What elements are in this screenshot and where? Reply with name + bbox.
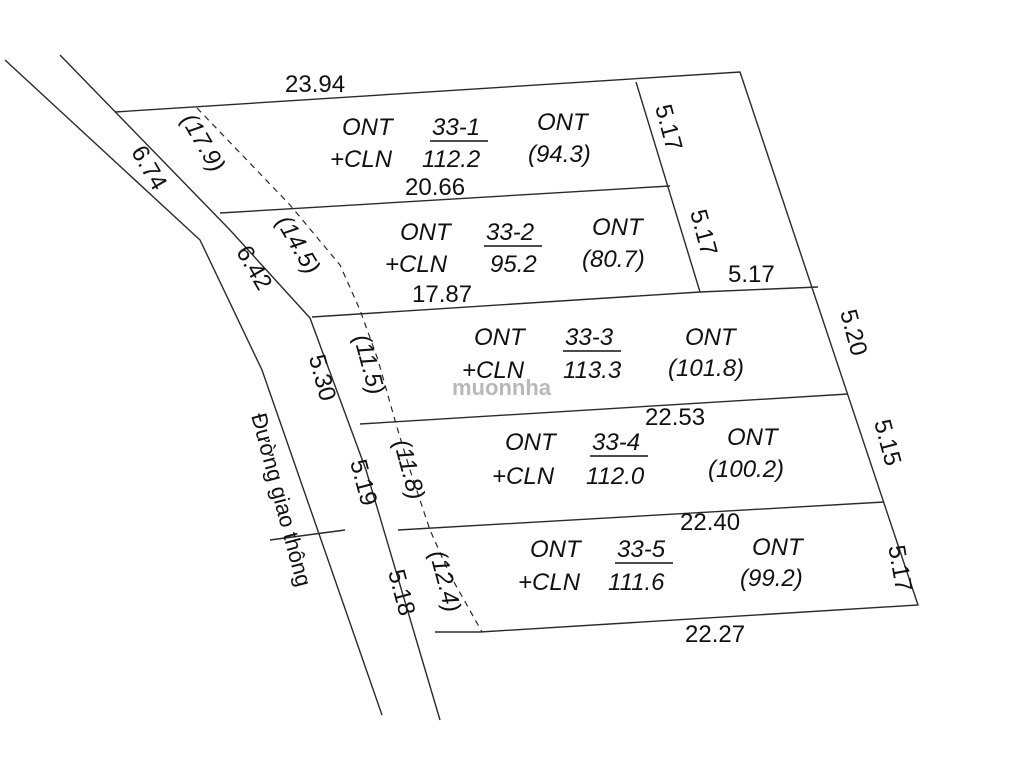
clearance-5: (12.4) — [424, 548, 466, 616]
road-label: Đường giao thông — [246, 410, 316, 589]
lot5-ont-area: (99.2) — [740, 565, 803, 592]
clearance-3: (11.5) — [348, 332, 390, 398]
setback-line — [196, 107, 483, 633]
dim-road-5: 5.18 — [382, 567, 420, 619]
clearance-4: (11.8) — [388, 437, 430, 503]
lot2-use-left: ONT — [400, 219, 453, 246]
road-inner-edge — [59, 54, 441, 721]
lot2-use-left2: +CLN — [385, 251, 448, 278]
lot5-use-right: ONT — [752, 534, 805, 561]
watermark-logo: muonnha — [452, 375, 552, 400]
dim-right-3: 5.20 — [834, 307, 872, 359]
road-outer-edge — [4, 59, 383, 716]
lot4-area: 112.0 — [586, 463, 645, 490]
parcel-outline — [114, 71, 919, 633]
lot2-ont-area: (80.7) — [582, 246, 645, 273]
lot4-use-left2: +CLN — [492, 463, 555, 490]
dim-divider-2: 17.87 — [412, 281, 472, 308]
dim-right-4: 5.15 — [868, 417, 906, 469]
dim-road-4: 5.19 — [344, 457, 382, 509]
divider-3-4 — [359, 393, 849, 425]
dim-road-3: 5.30 — [303, 352, 341, 404]
lot2-id: 33-2 — [486, 219, 534, 246]
lot3-use-right: ONT — [685, 324, 738, 351]
lot1-use-right: ONT — [537, 109, 590, 136]
lot5-use-left: ONT — [530, 536, 583, 563]
lot5-use-left2: +CLN — [518, 569, 581, 596]
clearance-2: (14.5) — [270, 211, 325, 279]
road-cross-line — [269, 529, 346, 541]
lot3-ont-area: (101.8) — [668, 355, 744, 382]
lot4-use-right: ONT — [727, 424, 780, 451]
lot5-id: 33-5 — [617, 536, 666, 563]
step-line — [635, 81, 701, 293]
dim-divider-1: 20.66 — [405, 174, 465, 201]
lot5-area: 111.6 — [608, 569, 665, 596]
lot1-ont-area: (94.3) — [528, 141, 591, 168]
lot1-use-left2: +CLN — [330, 146, 393, 173]
lot3-use-left2: +CLN — [462, 357, 525, 384]
lot1-use-left: ONT — [342, 114, 395, 141]
dim-road-1: 6.74 — [125, 141, 172, 195]
dim-bottom-edge: 22.27 — [685, 621, 745, 648]
clearance-1: (17.9) — [175, 109, 230, 177]
lot4-use-left: ONT — [505, 429, 558, 456]
dim-divider-3: 22.53 — [645, 404, 705, 431]
dim-road-2: 6.42 — [230, 241, 277, 295]
dim-top-step: 5.17 — [728, 261, 775, 288]
dim-top: 23.94 — [285, 71, 345, 98]
lot4-ont-area: (100.2) — [708, 456, 784, 483]
lot3-area: 113.3 — [563, 357, 622, 384]
lot3-id: 33-3 — [565, 324, 614, 351]
divider-1-2 — [219, 185, 671, 214]
lot2-use-right: ONT — [592, 214, 645, 241]
lot3-use-left: ONT — [474, 324, 527, 351]
dim-right-2: 5.17 — [684, 207, 722, 259]
lot1-id: 33-1 — [432, 114, 480, 141]
lot1-area: 112.2 — [422, 146, 480, 173]
dim-divider-4: 22.40 — [680, 509, 740, 536]
divider-4-5 — [397, 501, 885, 531]
step-line-upper — [699, 286, 819, 293]
divider-2-3 — [311, 291, 701, 318]
lot4-id: 33-4 — [592, 429, 640, 456]
lot2-area: 95.2 — [490, 251, 537, 278]
dim-bottom: 5.17 — [882, 543, 917, 594]
